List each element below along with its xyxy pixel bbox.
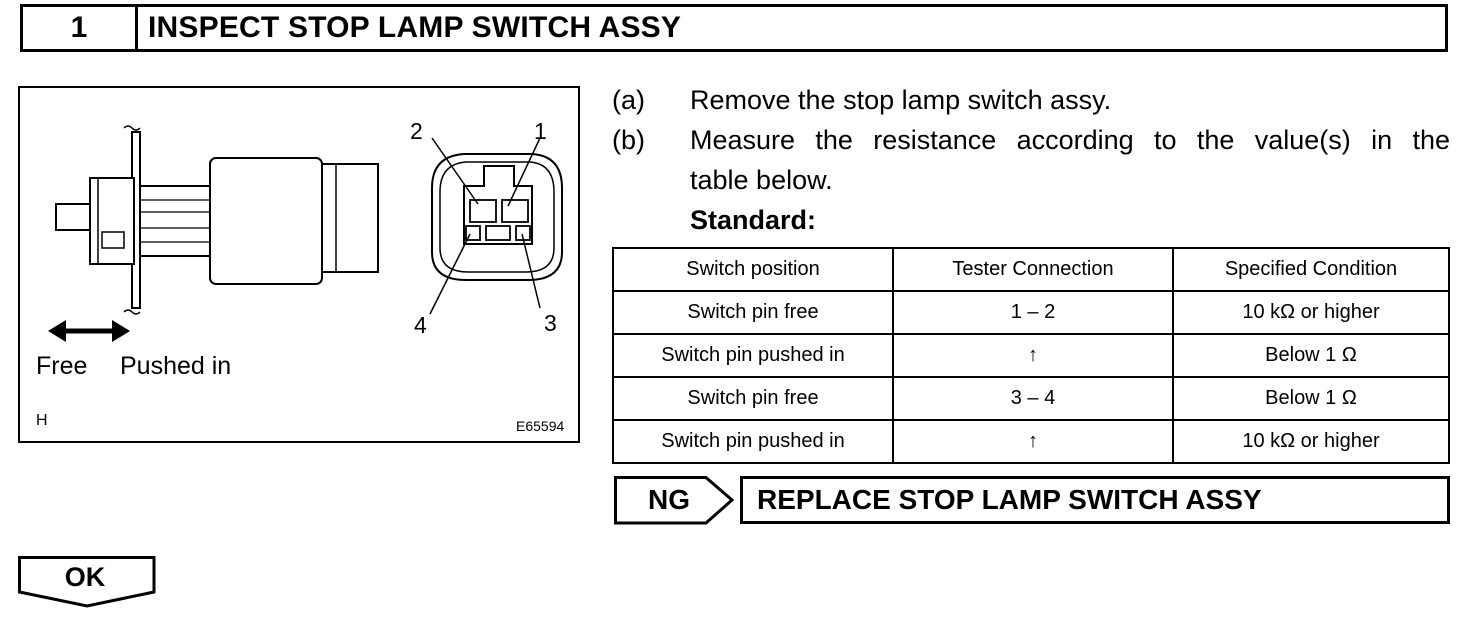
table-header: Tester Connection [892,247,1174,292]
table-header: Specified Condition [1172,247,1450,292]
table-cell: 1 – 2 [892,290,1174,335]
table-header: Switch position [612,247,894,292]
spec-table: Switch position Tester Connection Specif… [612,247,1450,464]
table-cell: Switch pin free [612,376,894,421]
instruction-a-text: Remove the stop lamp switch assy. [690,85,1112,115]
figure-id: E65594 [516,418,565,434]
instruction-a-label: (a) [612,85,645,115]
pin-label-1: 1 [534,118,547,144]
table-row: Switch pin pushed in ↑ 10 kΩ or higher [612,419,1450,464]
pin-label-2: 2 [410,118,423,144]
pushed-in-label: Pushed in [120,352,232,380]
table-header-row: Switch position Tester Connection Specif… [612,247,1450,292]
instruction-a: (a) Remove the stop lamp switch assy. [612,80,1452,120]
table-row: Switch pin free 3 – 4 Below 1 Ω [612,376,1450,421]
figure-corner-code: H [36,412,48,429]
connector-shape [321,163,379,273]
table-cell: Below 1 Ω [1172,376,1450,421]
table-cell: Below 1 Ω [1172,333,1450,378]
table-cell: Switch pin pushed in [612,333,894,378]
table-cell: 10 kΩ or higher [1172,290,1450,335]
ok-badge: OK [18,556,156,608]
free-label: Free [36,352,88,380]
table-cell: Switch pin free [612,290,894,335]
instruction-b-text: Measure the resistance according to the … [690,125,1450,155]
instruction-b: (b) Measure the resistance according to t… [612,120,1452,160]
ng-label: NG [648,484,690,515]
step-header: 1 INSPECT STOP LAMP SWITCH ASSY [20,4,1448,52]
pin-label-4: 4 [414,312,427,338]
table-row: Switch pin pushed in ↑ Below 1 Ω [612,333,1450,378]
table-cell: ↑ [892,419,1174,464]
table-cell: Switch pin pushed in [612,419,894,464]
table-cell: 3 – 4 [892,376,1174,421]
ng-arrow-shape [614,476,735,525]
switch-body-shape [209,157,323,285]
pin-label-3: 3 [544,310,557,336]
table-cell: 10 kΩ or higher [1172,419,1450,464]
switch-figure: 2 1 4 3 Free Pushed in H E65594 [18,86,580,443]
step-title: INSPECT STOP LAMP SWITCH ASSY [148,11,682,44]
switch-illustration [48,125,563,342]
standard-label: Standard: [690,205,817,235]
ng-action: REPLACE STOP LAMP SWITCH ASSY [740,476,1450,524]
ng-badge: NG [614,476,735,525]
ok-arrow-shape [18,556,156,608]
instruction-b-continued: table below. [690,165,833,195]
instruction-b-label: (b) [612,125,645,155]
table-cell: ↑ [892,333,1174,378]
ok-label: OK [64,561,106,592]
step-number: 1 [23,7,138,49]
table-row: Switch pin free 1 – 2 10 kΩ or higher [612,290,1450,335]
